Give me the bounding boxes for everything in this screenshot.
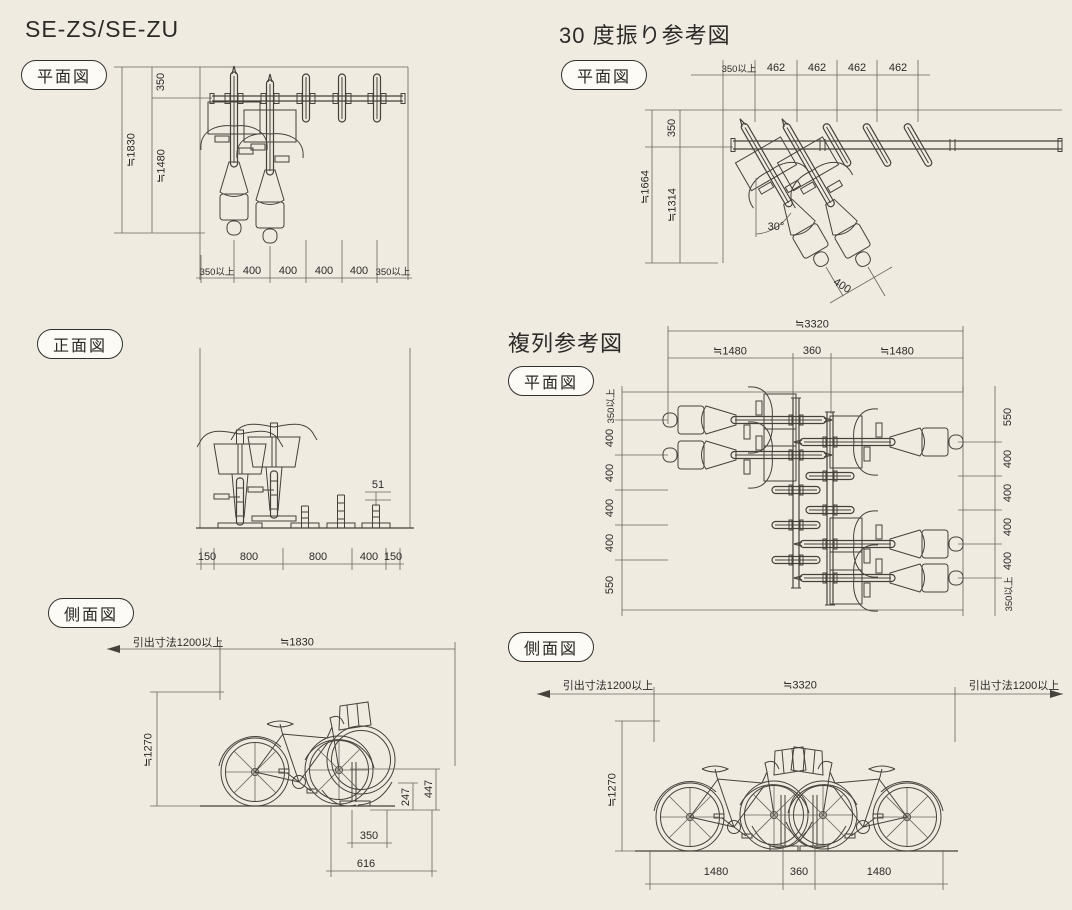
- dim-label: 616: [356, 858, 376, 870]
- dim-label: ≒3320: [795, 318, 829, 331]
- dim-label: 引出寸法1200以上: [562, 680, 654, 692]
- bike-side-left: [653, 746, 810, 852]
- dim-label: ≒1314: [666, 188, 679, 222]
- dim-label: 400: [314, 265, 334, 277]
- bike-side-view: [218, 701, 375, 807]
- dim-label: 1480: [866, 866, 892, 878]
- dim-label: 350: [359, 830, 379, 842]
- dim-label: 800: [308, 551, 328, 563]
- bike-side-right: [787, 746, 944, 852]
- dim-label: 150: [197, 551, 217, 563]
- badge-double-side: 側面図: [507, 632, 595, 662]
- badge-swing30-plan: 平面図: [560, 60, 648, 90]
- dim-label: 462: [807, 62, 827, 74]
- badge-single-side: 側面図: [47, 598, 135, 628]
- dim-label: 400: [604, 498, 616, 518]
- badge-single-plan: 平面図: [20, 60, 108, 90]
- dim-label: 350以上: [1004, 576, 1015, 612]
- dim-label: ≒1664: [639, 170, 652, 204]
- page-title: SE-ZS/SE-ZU: [25, 16, 180, 42]
- dim-label: ≒3320: [783, 679, 817, 692]
- dim-label: 350以上: [606, 388, 617, 424]
- dim-label: 400: [242, 265, 262, 277]
- bike-top-right-2: [793, 510, 964, 578]
- dim-label: 150: [383, 551, 403, 563]
- dim-label: 400: [349, 265, 369, 277]
- dim-label: 350: [155, 72, 167, 92]
- dim-label: ≒1830: [280, 636, 314, 649]
- dim-label: 360: [789, 866, 809, 878]
- dim-label: 550: [1002, 407, 1014, 427]
- dim-label: 400: [1002, 551, 1014, 571]
- dim-label: ≒1480: [713, 345, 747, 358]
- dim-label: 462: [766, 62, 786, 74]
- double-plan-drawing: [615, 326, 1002, 616]
- dim-label: 400: [1002, 517, 1014, 537]
- dim-label: 400: [1002, 483, 1014, 503]
- single-front-drawing: [196, 348, 414, 570]
- angle-label: 30°: [767, 221, 785, 233]
- dim-label: 400: [1002, 449, 1014, 469]
- dim-label: 350以上: [721, 64, 757, 75]
- dim-label: 400: [278, 265, 298, 277]
- dim-label: 462: [888, 62, 908, 74]
- bike-top-left-1: [662, 386, 833, 454]
- rack-posts-front: [290, 494, 391, 529]
- dim-label: 1480: [703, 866, 729, 878]
- dim-label: ≒1830: [125, 133, 138, 167]
- double-side-drawing: [537, 687, 1063, 890]
- bike-top-right-3: [793, 544, 964, 612]
- single-side-drawing: [107, 642, 456, 877]
- badge-double-plan: 平面図: [507, 366, 595, 396]
- bike-top-view-2: [236, 73, 304, 244]
- dim-label: ≒1270: [606, 773, 619, 807]
- dim-label: 550: [604, 575, 616, 595]
- badge-single-front: 正面図: [36, 329, 124, 359]
- dim-label: 462: [847, 62, 867, 74]
- dim-label: 400: [604, 533, 616, 553]
- dim-label: ≒1480: [880, 345, 914, 358]
- rail-clamps-double: [788, 414, 838, 584]
- dim-label: 800: [239, 551, 259, 563]
- dim-label: 360: [802, 345, 822, 357]
- dim-label: 350: [666, 118, 678, 138]
- single-plan-drawing: [114, 65, 412, 283]
- dim-label: 400: [604, 463, 616, 483]
- dim-label: 247: [400, 787, 412, 807]
- dim-label: 51: [371, 479, 385, 491]
- swing30-plan-drawing: [645, 60, 1063, 304]
- dim-label: 350以上: [199, 267, 235, 278]
- dim-label: 400: [604, 428, 616, 448]
- dim-label: ≒1480: [155, 149, 168, 183]
- dim-label: 引出寸法1200以上: [968, 680, 1060, 692]
- dim-label: 447: [423, 779, 435, 799]
- bike-top-right-1: [793, 408, 964, 476]
- dim-label: 引出寸法1200以上: [132, 637, 224, 649]
- dim-label: 350以上: [375, 267, 411, 278]
- swing30-title: 30 度振り参考図: [559, 23, 731, 48]
- double-title: 複列参考図: [508, 331, 624, 356]
- dim-label: 400: [359, 551, 379, 563]
- dim-label: ≒1270: [142, 733, 155, 767]
